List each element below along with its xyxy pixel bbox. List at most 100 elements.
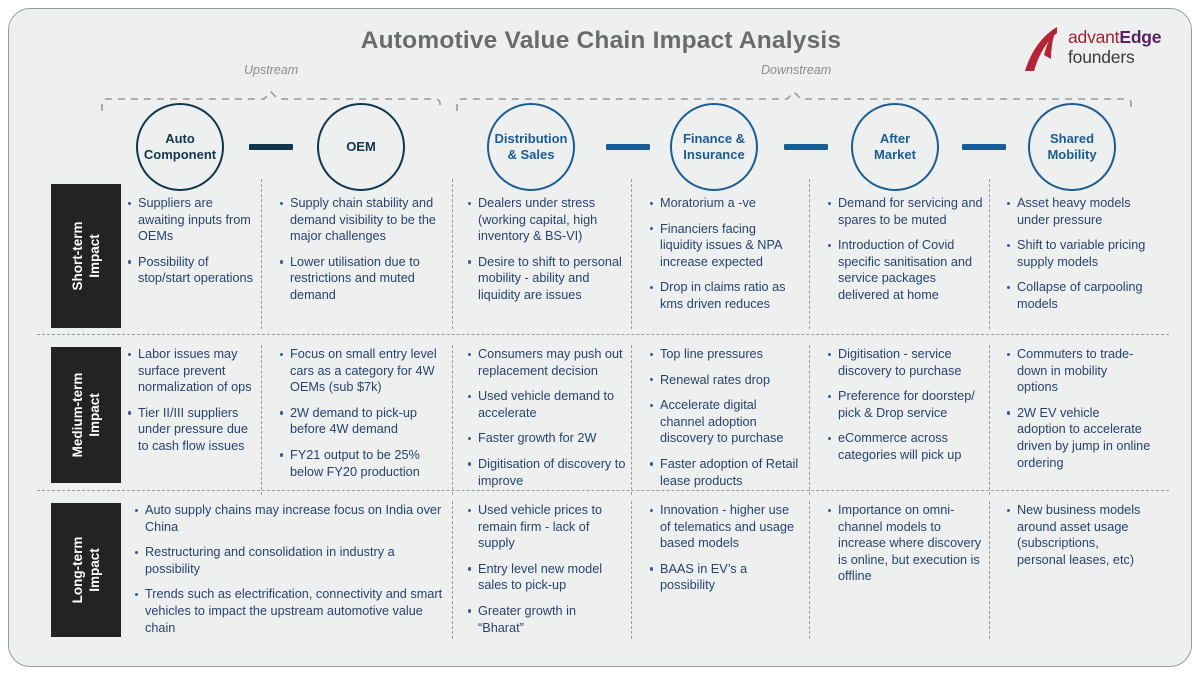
- cell-medium-finance-insurance: Top line pressures Renewal rates drop Ac…: [649, 346, 804, 498]
- list-item: Renewal rates drop: [649, 372, 804, 389]
- cell-medium-distribution-sales: Consumers may push out replacement decis…: [467, 346, 627, 498]
- vsep-col4-row2: [809, 345, 810, 495]
- cell-long-finance-insurance: Innovation - higher use of telematics an…: [649, 502, 799, 603]
- node-shared-mobility-line1: Shared: [1049, 131, 1095, 146]
- list-item: Faster adoption of Retail lease products: [649, 456, 804, 489]
- list-item: Suppliers are awaiting inputs from OEMs: [127, 195, 255, 245]
- list-item: Used vehicle demand to accelerate: [467, 388, 627, 421]
- list-item: Preference for doorstep/ pick & Drop ser…: [827, 388, 982, 421]
- connector-distribution-finance: [606, 144, 650, 150]
- bullet-list: Top line pressures Renewal rates drop Ac…: [649, 346, 804, 489]
- bullet-list: Labor issues may surface prevent normali…: [127, 346, 257, 455]
- list-item: Importance on omni-channel models to inc…: [827, 502, 982, 585]
- bullet-list: Demand for servicing and spares to be mu…: [827, 195, 987, 304]
- vsep-col5-row1: [989, 179, 990, 329]
- bullet-list: Moratorium a -ve Financiers facing liqui…: [649, 195, 799, 313]
- cell-medium-shared-mobility: Commuters to trade-down in mobility opti…: [1006, 346, 1151, 480]
- list-item: Greater growth in “Bharat”: [467, 603, 622, 636]
- node-auto-component-line2: Component: [143, 147, 217, 162]
- list-item: 2W EV vehicle adoption to accelerate dri…: [1006, 405, 1151, 471]
- row-label-short-term-line1: Short-term: [70, 221, 85, 291]
- node-finance-insurance[interactable]: Finance &Insurance: [670, 103, 758, 191]
- list-item: Financiers facing liquidity issues & NPA…: [649, 221, 799, 271]
- bullet-list: Supply chain stability and demand visibi…: [279, 195, 444, 304]
- bullet-list: Innovation - higher use of telematics an…: [649, 502, 799, 594]
- cell-short-auto-component: Suppliers are awaiting inputs from OEMs …: [127, 195, 255, 296]
- hsep-short-medium: [37, 334, 1169, 335]
- connector-aftermarket-sharedmobility: [962, 144, 1006, 150]
- list-item: Used vehicle prices to remain firm - lac…: [467, 502, 622, 552]
- node-finance-insurance-line2: Insurance: [683, 147, 745, 162]
- logo-advant-text: advant: [1068, 27, 1120, 47]
- list-item: Dealers under stress (working capital, h…: [467, 195, 627, 245]
- connector-finance-aftermarket: [784, 144, 828, 150]
- bullet-list: Asset heavy models under pressure Shift …: [1006, 195, 1156, 313]
- bullet-list: Digitisation - service discovery to purc…: [827, 346, 982, 464]
- list-item: Entry level new model sales to pick-up: [467, 561, 622, 594]
- node-finance-insurance-line1: Finance &: [682, 131, 746, 146]
- list-item: Digitisation - service discovery to purc…: [827, 346, 982, 379]
- list-item: Restructuring and consolidation in indus…: [134, 544, 444, 577]
- vsep-col1-row2: [261, 345, 262, 495]
- connector-auto-component-oem: [249, 144, 293, 150]
- vsep-col1-row1: [261, 179, 262, 329]
- list-item: Innovation - higher use of telematics an…: [649, 502, 799, 552]
- vsep-col3-row1: [631, 179, 632, 329]
- cell-medium-auto-component: Labor issues may surface prevent normali…: [127, 346, 257, 464]
- node-after-market-line1: After: [879, 131, 911, 146]
- cell-medium-oem: Focus on small entry level cars as a cat…: [279, 346, 444, 489]
- list-item: Commuters to trade-down in mobility opti…: [1006, 346, 1151, 396]
- upstream-bracket: [101, 90, 441, 111]
- node-oem[interactable]: OEM: [317, 103, 405, 191]
- list-item: Auto supply chains may increase focus on…: [134, 502, 444, 535]
- node-oem-line1: OEM: [346, 139, 376, 154]
- bullet-list: Suppliers are awaiting inputs from OEMs …: [127, 195, 255, 287]
- list-item: Tier II/III suppliers under pressure due…: [127, 405, 257, 455]
- list-item: Trends such as electrification, connecti…: [134, 586, 444, 636]
- cell-medium-after-market: Digitisation - service discovery to purc…: [827, 346, 982, 473]
- cell-short-distribution-sales: Dealers under stress (working capital, h…: [467, 195, 627, 313]
- vsep-col3-row3: [631, 501, 632, 639]
- list-item: FY21 output to be 25% below FY20 product…: [279, 447, 444, 480]
- list-item: Labor issues may surface prevent normali…: [127, 346, 257, 396]
- list-item: Accelerate digital channel adoption disc…: [649, 397, 804, 447]
- list-item: Shift to variable pricing supply models: [1006, 237, 1156, 270]
- logo-wordmark-line1: advantEdge: [1068, 27, 1162, 47]
- row-label-long-term-line1: Long-term: [70, 536, 85, 604]
- logo-founders-text: founders: [1068, 47, 1135, 67]
- cell-short-oem: Supply chain stability and demand visibi…: [279, 195, 444, 313]
- list-item: Drop in claims ratio as kms driven reduc…: [649, 279, 799, 312]
- bullet-list: Dealers under stress (working capital, h…: [467, 195, 627, 304]
- cell-long-after-market: Importance on omni-channel models to inc…: [827, 502, 982, 594]
- row-label-short-term-line2: Impact: [87, 234, 102, 278]
- list-item: New business models around asset usage (…: [1006, 502, 1146, 568]
- list-item: Lower utilisation due to restrictions an…: [279, 254, 444, 304]
- node-after-market-line2: Market: [874, 147, 916, 162]
- downstream-label: Downstream: [761, 63, 832, 77]
- list-item: Top line pressures: [649, 346, 804, 363]
- node-distribution-sales-line2: & Sales: [507, 147, 555, 162]
- cell-long-shared-mobility: New business models around asset usage (…: [1006, 502, 1146, 577]
- vsep-col5-row2: [989, 345, 990, 495]
- bullet-list: Consumers may push out replacement decis…: [467, 346, 627, 489]
- vsep-col2-row3: [452, 501, 453, 639]
- cell-short-finance-insurance: Moratorium a -ve Financiers facing liqui…: [649, 195, 799, 322]
- list-item: BAAS in EV’s a possibility: [649, 561, 799, 594]
- cell-short-after-market: Demand for servicing and spares to be mu…: [827, 195, 987, 313]
- vsep-col2-row2: [452, 345, 453, 495]
- bullet-list: New business models around asset usage (…: [1006, 502, 1146, 568]
- list-item: Faster growth for 2W: [467, 430, 627, 447]
- list-item: Consumers may push out replacement decis…: [467, 346, 627, 379]
- list-item: Supply chain stability and demand visibi…: [279, 195, 444, 245]
- list-item: Desire to shift to personal mobility - a…: [467, 254, 627, 304]
- vsep-col4-row3: [809, 501, 810, 639]
- logo-swoosh-icon: [1025, 27, 1057, 71]
- node-distribution-sales[interactable]: Distribution& Sales: [487, 103, 575, 191]
- row-label-medium-term-line1: Medium-term: [70, 372, 85, 458]
